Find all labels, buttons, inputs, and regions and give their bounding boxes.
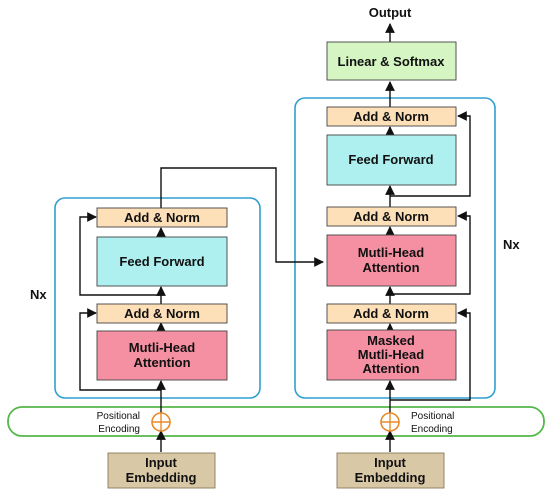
decoder-add-norm-bottom-label: Add & Norm: [353, 306, 429, 321]
decoder-masked-label-line-3: Attention: [362, 361, 419, 376]
encoder-block: [54, 197, 261, 399]
encoder-input-embedding: [107, 452, 216, 489]
encoder-feed-forward: [96, 236, 228, 287]
decoder-positional-add-icon: [380, 412, 400, 432]
encoder-input-label-line-1: Input: [145, 455, 177, 470]
decoder-feed-forward-label: Feed Forward: [348, 152, 433, 167]
encoder-positional-label-line-1: Positional: [97, 411, 140, 422]
decoder-masked-attention: [326, 329, 457, 381]
decoder-positional-label-line-1: Positional: [411, 411, 454, 422]
decoder-residual-2: [390, 211, 471, 295]
decoder-residual-3: [390, 111, 471, 197]
encoder-positional-add-icon: [151, 412, 171, 432]
encoder-add-norm-bottom: [96, 303, 228, 324]
encoder-feed-forward-label: Feed Forward: [119, 254, 204, 269]
encoder-nx-label: Nx: [30, 287, 47, 302]
encoder-attention-label-line-2: Attention: [133, 355, 190, 370]
decoder-add-norm-top-label: Add & Norm: [353, 109, 429, 124]
decoder-input-label-line-1: Input: [374, 455, 406, 470]
decoder-input-label-line-2: Embedding: [355, 470, 426, 485]
encoder-add-norm-bottom-label: Add & Norm: [124, 306, 200, 321]
decoder-cross-attention-label-line-1: Mutli-Head: [358, 245, 425, 260]
decoder-input-embedding: [336, 452, 445, 489]
encoder-multi-head-attention: [96, 330, 228, 381]
decoder-masked-label-line-1: Masked: [367, 333, 415, 348]
decoder-add-norm-middle: [326, 206, 457, 227]
decoder-add-norm-middle-label: Add & Norm: [353, 209, 429, 224]
encoder-to-decoder-arrow: [160, 167, 324, 267]
output-label: Output: [369, 5, 412, 20]
encoder-residual-2: [79, 212, 161, 296]
encoder-add-norm-top: [96, 207, 228, 228]
decoder-add-norm-bottom: [326, 303, 457, 324]
decoder-residual-1: [390, 308, 471, 401]
encoder-positional-label-line-2: Encoding: [98, 424, 140, 435]
encoder-residual-1: [79, 308, 161, 391]
encoder-add-norm-top-label: Add & Norm: [124, 210, 200, 225]
decoder-positional-label-line-2: Encoding: [411, 424, 453, 435]
decoder-block: [294, 97, 496, 399]
decoder-masked-label-line-2: Mutli-Head: [358, 347, 425, 362]
decoder-cross-attention-label-line-2: Attention: [362, 260, 419, 275]
decoder-nx-label: Nx: [503, 237, 520, 252]
linear-softmax-box: [326, 41, 457, 81]
encoder-attention-label-line-1: Mutli-Head: [129, 340, 196, 355]
positional-encoding-band: [7, 406, 545, 437]
decoder-add-norm-top: [326, 106, 457, 127]
linear-softmax-label: Linear & Softmax: [338, 54, 446, 69]
decoder-cross-attention: [326, 234, 457, 287]
encoder-input-label-line-2: Embedding: [126, 470, 197, 485]
decoder-feed-forward: [326, 134, 457, 186]
